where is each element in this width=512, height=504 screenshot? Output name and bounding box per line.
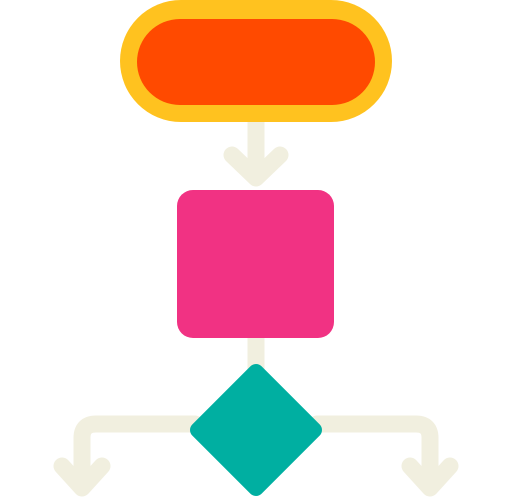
connector-decision-left-branch	[53, 415, 204, 497]
start-terminator-node	[120, 0, 392, 122]
terminator-inner-fill	[137, 19, 375, 105]
process-node	[177, 190, 334, 338]
connector-line	[73, 415, 204, 495]
arrow-down-icon	[223, 146, 289, 187]
arrow-down-icon	[53, 457, 111, 497]
decision-node	[190, 364, 322, 496]
connector-line	[308, 415, 439, 495]
connector-decision-right-branch	[308, 415, 459, 497]
arrow-down-icon	[401, 457, 459, 497]
